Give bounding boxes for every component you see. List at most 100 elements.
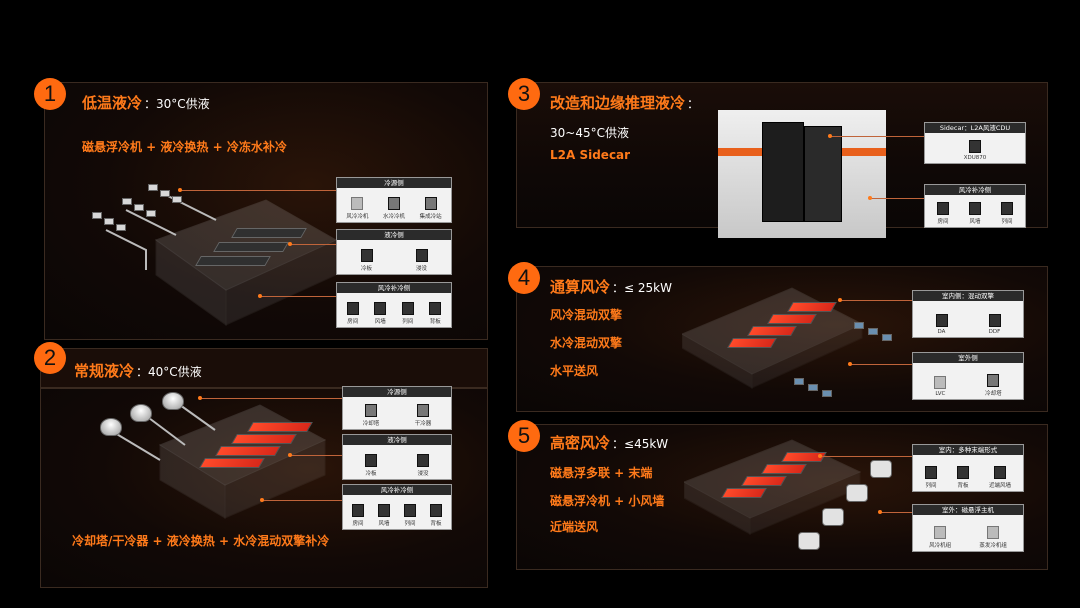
legend-item: 冷却塔	[363, 404, 379, 427]
in-row-icon	[401, 302, 414, 315]
callout-line	[838, 298, 912, 302]
legend-item: 浸没	[415, 249, 428, 272]
cdu-cabinet	[804, 126, 842, 222]
legend-item-label: 房间	[347, 319, 359, 325]
legend-item-label: DDF	[988, 329, 1001, 335]
legend-item-label: 背板	[957, 483, 969, 489]
legend-item-label: 浸没	[417, 471, 429, 477]
rack-row	[195, 256, 271, 266]
section-2-title-text: 常规液冷	[74, 362, 135, 380]
cooling-tower-icon	[364, 404, 377, 417]
rear-door-icon	[956, 466, 969, 479]
callout-line	[288, 453, 342, 457]
legend-item-label: 风墙	[378, 521, 390, 527]
fan-wall-icon	[969, 202, 981, 215]
legend-item: 房间	[937, 202, 949, 225]
outdoor-unit	[868, 328, 878, 335]
outdoor-chiller	[822, 508, 844, 526]
legend-item-label: 近端风墙	[988, 483, 1011, 489]
legend-item-label: 房间	[937, 219, 949, 225]
section-2-number: 2	[34, 342, 66, 374]
section-3-number: 3	[508, 78, 540, 110]
section-4-line-2: 水冷混动双擎	[550, 336, 623, 350]
section-3-legend-sidecar: Sidecar：L2A风液CDU XDU870	[924, 122, 1026, 164]
legend-item-label: 冷板	[360, 266, 372, 272]
legend-item-label: 背板	[429, 319, 441, 325]
legend-item-label: 水冷冷机	[382, 214, 405, 220]
near-end-fan-wall-icon	[993, 466, 1006, 479]
legend-item: 冷板	[360, 249, 373, 272]
callout-line	[878, 510, 912, 514]
legend-item: XDU870	[963, 140, 987, 161]
chiller-unit	[160, 190, 170, 197]
room-unit-icon	[346, 302, 359, 315]
section-1-line-1: 磁悬浮冷机 + 液冷换热 + 冷冻水补冷	[82, 140, 287, 154]
legend-item-label: 冷却塔	[985, 391, 1002, 397]
legend-item: 风墙	[378, 504, 390, 527]
ddf-unit-icon	[988, 314, 1001, 327]
legend-item-label: XDU870	[963, 155, 987, 161]
legend-item: 列间	[401, 302, 414, 325]
cold-plate-icon	[360, 249, 373, 262]
callout-line	[818, 454, 912, 458]
cooling-tower-icon	[987, 374, 1000, 387]
section-5-title-text: 高密风冷	[550, 434, 611, 452]
chiller-unit	[172, 196, 182, 203]
legend-item: LVC	[934, 376, 947, 397]
cooling-tower	[162, 392, 184, 410]
rack-row	[727, 338, 777, 348]
legend-header: 冷源侧	[337, 178, 451, 188]
outdoor-unit	[794, 378, 804, 385]
callout-line	[868, 196, 924, 200]
section-3-title: 改造和边缘推理液冷：	[550, 92, 699, 113]
section-1-number: 1	[34, 78, 66, 110]
lvc-unit-icon	[934, 376, 947, 389]
legend-item: DDF	[988, 314, 1001, 335]
chiller-unit	[122, 198, 132, 205]
rack-row	[213, 242, 289, 252]
da-unit-icon	[935, 314, 948, 327]
cdu-icon	[969, 140, 981, 153]
integrated-station-icon	[424, 197, 437, 210]
legend-item: 背板	[956, 466, 969, 489]
legend-header: 液冷侧	[343, 435, 451, 445]
legend-item-label: 风墙	[374, 319, 386, 325]
legend-item: DA	[935, 314, 948, 335]
legend-header: 风冷补冷侧	[925, 185, 1025, 195]
section-3-line-2: L2A Sidecar	[550, 148, 631, 162]
section-5-line-1: 磁悬浮多联 + 末端	[550, 466, 653, 480]
legend-item-label: 风墙	[969, 219, 981, 225]
rack-row	[747, 326, 797, 336]
section-4-subtitle: ：≤ 25kW	[612, 281, 672, 295]
legend-header: 风冷补冷侧	[343, 485, 451, 495]
dry-cooler-icon	[416, 404, 429, 417]
section-5-legend-outdoor: 室外：磁悬浮主机 风冷机组 蒸发冷机组	[912, 504, 1024, 552]
legend-item: 干冷器	[415, 404, 431, 427]
rack-row	[215, 446, 281, 456]
chiller-unit	[116, 224, 126, 231]
callout-line	[258, 294, 336, 298]
section-3-title-text: 改造和边缘推理液冷	[550, 94, 686, 112]
section-3-subtitle: ：	[687, 97, 700, 111]
callout-line	[828, 134, 924, 138]
legend-item: 近端风墙	[989, 466, 1011, 489]
outdoor-unit	[882, 334, 892, 341]
room-unit-icon	[352, 504, 364, 517]
section-2-diagram	[90, 390, 330, 520]
legend-item-label: 浸没	[415, 266, 427, 272]
legend-item: 浸没	[417, 454, 429, 477]
legend-item-label: 列间	[1001, 219, 1013, 225]
section-1-legend-cold-source: 冷源侧 风冷冷机 水冷冷机 集成冷站	[336, 177, 452, 223]
legend-item: 风冷机组	[929, 526, 951, 549]
fan-wall-icon	[374, 302, 387, 315]
section-4-legend-outdoor: 室外侧 LVC 冷却塔	[912, 352, 1024, 400]
callout-line	[288, 242, 336, 246]
section-4-line-1: 风冷混动双擎	[550, 308, 623, 322]
section-5-line-3: 近端送风	[550, 520, 599, 534]
section-1-subtitle: ：30°C供液	[144, 97, 210, 111]
legend-item: 蒸发冷机组	[979, 526, 1007, 549]
rack-row	[741, 476, 787, 486]
section-5-title: 高密风冷：≤45kW	[550, 432, 668, 453]
section-5-line-2: 磁悬浮冷机 + 小风墙	[550, 494, 665, 508]
legend-header: Sidecar：L2A风液CDU	[925, 123, 1025, 133]
